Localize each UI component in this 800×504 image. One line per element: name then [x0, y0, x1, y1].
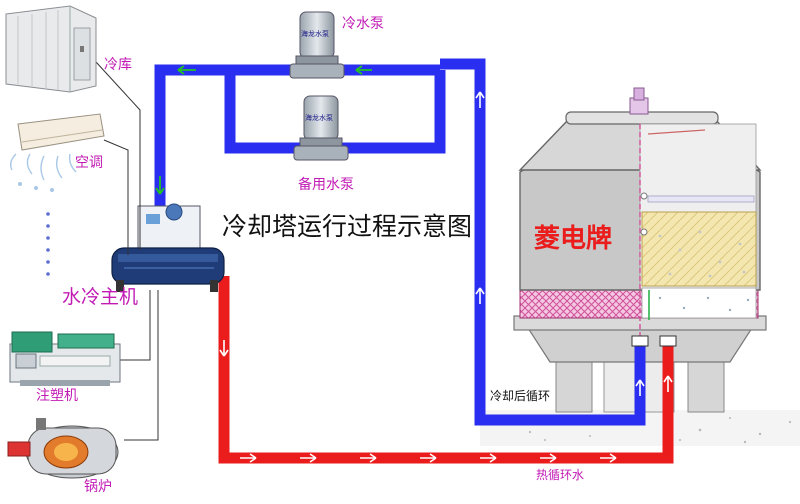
cold-room	[5, 5, 97, 93]
pump-nameplate-text: 海龙水泵	[301, 29, 329, 38]
chiller-label: 水冷主机	[62, 286, 139, 308]
more-equipment-dots	[46, 212, 50, 276]
flow-arrows	[155, 65, 673, 463]
equipment-connection-lines	[95, 61, 159, 441]
chilled-water-pump-label: 冷水泵	[342, 16, 384, 32]
air-conditioner-label: 空调	[75, 155, 103, 171]
chiller-unit	[111, 203, 225, 292]
hot-circulating-water-label: 热循环水	[536, 468, 585, 482]
diagram-title: 冷却塔运行过程示意图	[222, 212, 473, 241]
chilled-water-pump: 海龙水泵	[289, 11, 345, 79]
cold-room-label: 冷库	[104, 57, 132, 73]
standby-pump: 海龙水泵	[293, 95, 349, 161]
cooled-return-water-label: 冷却后循环	[490, 389, 551, 403]
injection-molding-label: 注塑机	[36, 388, 78, 404]
injection-molding-machine	[9, 331, 121, 386]
hot-water-pipes	[218, 276, 674, 464]
standby-pump-label: 备用水泵	[298, 177, 354, 193]
tower-cutaway	[639, 123, 757, 360]
boiler	[7, 418, 119, 479]
standby-pump-nameplate-text: 海龙水泵	[305, 113, 333, 122]
air-conditioner	[9, 113, 105, 192]
boiler-label: 锅炉	[84, 479, 112, 495]
fill-media	[641, 211, 757, 287]
brand-label: 菱电牌	[534, 224, 613, 254]
cooling-tower	[480, 87, 800, 446]
